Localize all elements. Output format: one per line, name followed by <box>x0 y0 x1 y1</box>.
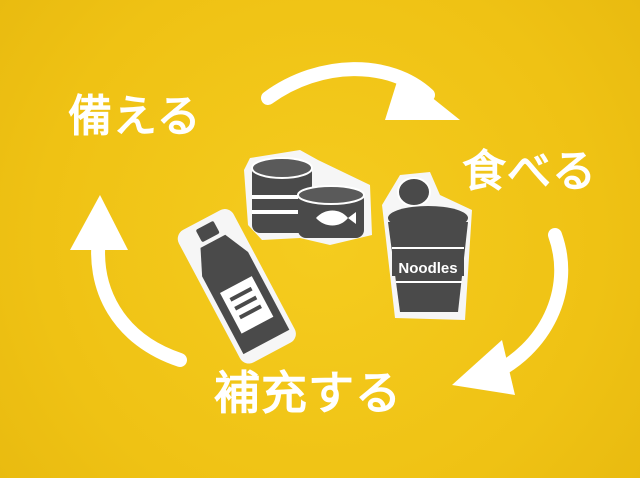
label-prepare: 備える <box>68 91 202 142</box>
noodles-label: Noodles <box>398 260 457 277</box>
arrow-prepare-to-eat <box>261 62 460 120</box>
arrow-eat-to-replenish <box>452 228 569 395</box>
water-bottle-cutout <box>177 209 296 364</box>
label-eat: 食べる <box>462 146 597 197</box>
lemon-icon <box>397 177 431 207</box>
cup-noodle-cutout: Noodles <box>382 172 472 320</box>
arrow-replenish-to-prepare <box>70 195 187 367</box>
canned-food-cutout <box>244 150 372 245</box>
label-replenish: 補充する <box>214 366 402 420</box>
fish-icon <box>316 210 356 226</box>
